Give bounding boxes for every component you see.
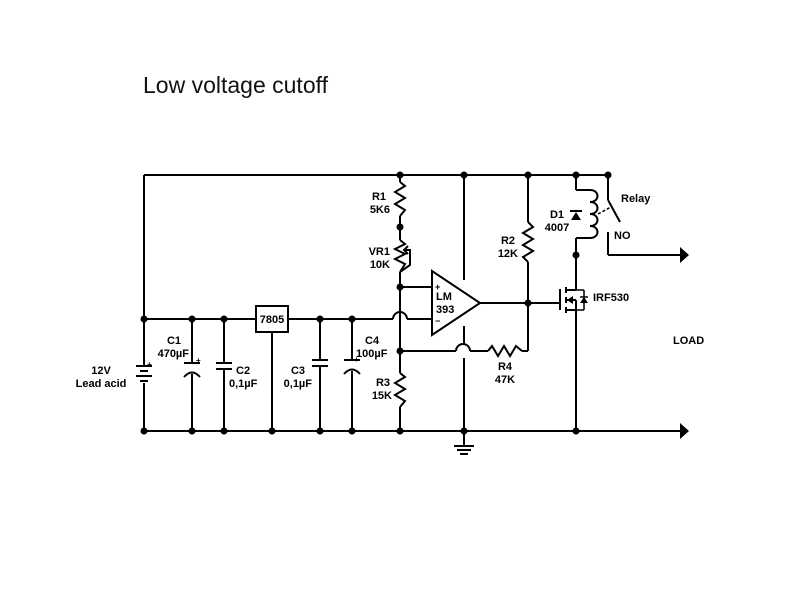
vr1-value: 10K <box>370 259 390 271</box>
battery-12v <box>136 365 152 382</box>
opamp-label-line2: 393 <box>436 304 454 316</box>
r2-value: 12K <box>498 248 518 260</box>
battery-label-line2: Lead acid <box>76 378 127 390</box>
opamp-label-line1: LM <box>436 291 452 303</box>
c3-value: 0,1µF <box>284 378 313 390</box>
load-output-arrows <box>680 247 689 439</box>
resistor-r2 <box>521 221 535 263</box>
diode-d1 <box>570 210 582 220</box>
c4-plus-sign: + <box>354 355 359 364</box>
c2-name: C2 <box>236 365 250 377</box>
c4-value: 100µF <box>356 348 388 360</box>
r2-name: R2 <box>501 235 515 247</box>
regulator-label: 7805 <box>260 314 284 326</box>
r3-name: R3 <box>376 377 390 389</box>
relay-switch <box>597 186 621 223</box>
r4-name: R4 <box>498 361 513 373</box>
capacitor-c1 <box>183 362 201 378</box>
r4-value: 47K <box>495 374 515 386</box>
wires <box>143 174 682 446</box>
page-title: Low voltage cutoff <box>143 72 328 98</box>
r1-value: 5K6 <box>370 204 390 216</box>
relay-coil <box>589 189 599 239</box>
capacitor-c2 <box>216 362 232 370</box>
wire-crossovers <box>392 311 471 352</box>
junction-dots <box>140 171 612 435</box>
potentiometer-vr1 <box>392 239 411 273</box>
c2-value: 0,1µF <box>229 378 258 390</box>
regulator-7805 <box>255 305 289 333</box>
c1-name: C1 <box>167 335 181 347</box>
opamp-minus-sign: − <box>435 316 440 326</box>
opamp-plus-sign: + <box>435 282 440 292</box>
c4-name: C4 <box>365 335 380 347</box>
relay-contact-label: NO <box>614 230 631 242</box>
load-label: LOAD <box>673 335 704 347</box>
mosfet-label: IRF530 <box>593 292 629 304</box>
vr1-name: VR1 <box>369 246 390 258</box>
relay-label: Relay <box>621 193 651 205</box>
battery-plus-sign: + <box>147 360 152 369</box>
c3-name: C3 <box>291 365 305 377</box>
component-labels: R1 5K6 VR1 10K R3 15K R2 12K R4 47K D1 4… <box>76 191 705 402</box>
mosfet-irf530 <box>559 284 588 313</box>
c1-plus-sign: + <box>196 356 201 365</box>
d1-name: D1 <box>550 209 564 221</box>
resistor-r1 <box>393 181 407 217</box>
opamp-lm393 <box>431 269 482 337</box>
capacitor-c3 <box>312 359 328 367</box>
battery-label-line1: 12V <box>91 365 111 377</box>
c1-value: 470µF <box>158 348 190 360</box>
d1-value: 4007 <box>545 222 569 234</box>
resistor-r4 <box>487 344 523 358</box>
capacitor-c4 <box>343 359 361 375</box>
r3-value: 15K <box>372 390 392 402</box>
r1-name: R1 <box>372 191 386 203</box>
resistor-r3 <box>393 372 407 408</box>
ground-symbol <box>454 445 474 455</box>
